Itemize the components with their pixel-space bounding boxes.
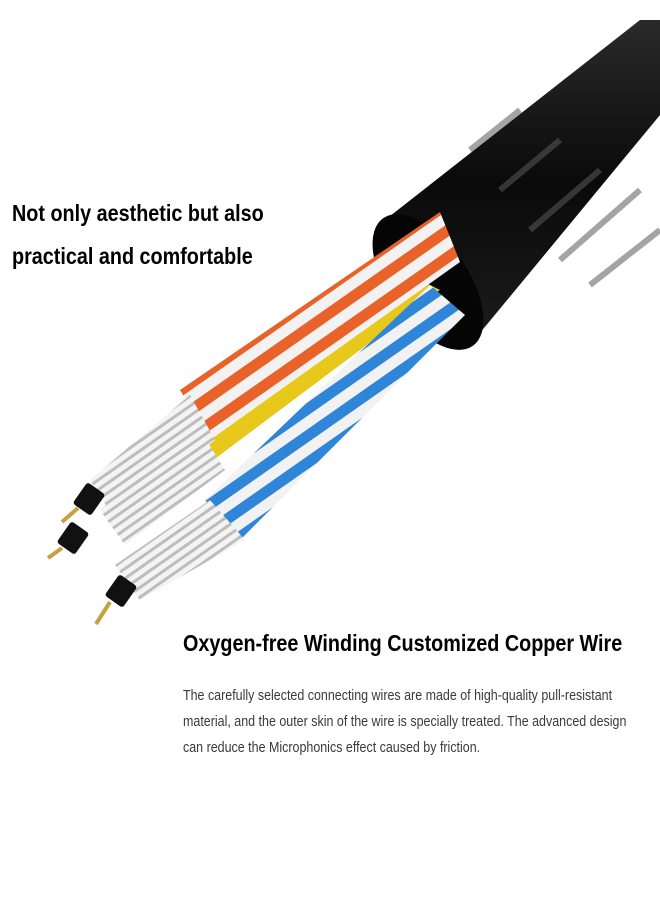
cable-illustration bbox=[46, 20, 660, 626]
headline: Not only aesthetic but also practical an… bbox=[12, 200, 264, 269]
feature-title: Oxygen-free Winding Customized Copper Wi… bbox=[183, 630, 623, 656]
orange-wire bbox=[90, 212, 460, 545]
blue-wire bbox=[115, 285, 465, 600]
feature-description: The carefully selected connecting wires … bbox=[183, 688, 627, 756]
yellow-wire bbox=[180, 280, 440, 470]
pin-connectors bbox=[46, 483, 137, 626]
